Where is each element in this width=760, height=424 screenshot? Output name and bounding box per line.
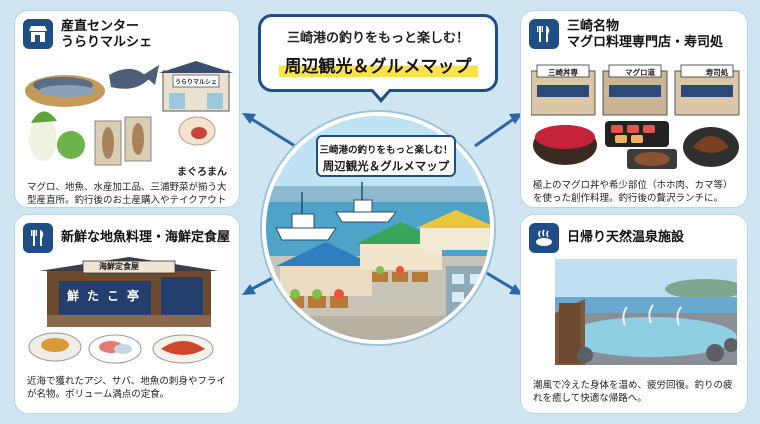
teishoku-title: 新鮮な地魚料理・海鮮定食屋 [61, 230, 231, 245]
tuna-shop-signs: 三崎丼専 マグロ道 寿司処 [537, 67, 743, 78]
bubble-subtitle: 三崎港の釣りをもっと楽しむ！ [286, 31, 469, 46]
teishoku-illustration [28, 257, 219, 364]
noren-letter-2: た [87, 289, 100, 303]
arrow-to-tuna [474, 113, 523, 148]
panel-teishoku: 新鮮な地魚料理・海鮮定食屋 海鮮定食屋 鮮 た こ 亭 近海で獲れたアジ、サバ、… [14, 214, 240, 414]
shop-icon [23, 19, 53, 49]
shop-sign-1: 三崎丼専 [548, 68, 578, 77]
onsen-title: 日帰り天然温泉施設 [567, 230, 685, 245]
panel-onsen: 日帰り天然温泉施設 潮風で冷えた身体を温め、疲労回復。釣りの疲れを癒して快適な帰… [520, 214, 748, 414]
tuna-illustration [531, 64, 740, 169]
noren-letter-1: 鮮 [67, 289, 80, 303]
panel-market: 産直センター うらりマルシェ うらりマルシェ まぐろまん マグロ、地魚、水産加工… [14, 10, 240, 208]
market-item-label: まぐろまん [177, 167, 227, 178]
shop-sign-3: 寿司処 [705, 68, 729, 77]
noren-letter-4: 亭 [127, 289, 140, 303]
fork-knife-icon [529, 19, 559, 49]
harbor-sign: 三崎港の釣りをもっと楽しむ！ 周辺観光＆グルメマップ [316, 135, 456, 177]
bubble-title: 周辺観光＆グルメマップ [278, 52, 478, 77]
market-description: マグロ、地魚、水産加工品、三浦野菜が揃う大型産直所。釣行後のお土産購入やテイクア… [27, 182, 227, 206]
tuna-title-1: 三崎名物 [567, 19, 620, 34]
market-title-1: 産直センター [61, 19, 140, 34]
arrow-to-market [242, 113, 296, 148]
fork-knife-icon [23, 223, 53, 253]
market-illustration [25, 61, 233, 166]
noren-letters: 鮮 た こ 亭 [67, 287, 139, 304]
shop-sign-2: マグロ道 [625, 68, 655, 77]
market-title-2: うらりマルシェ [61, 35, 153, 50]
sign-subtitle: 三崎港の釣りをもっと楽しむ！ [319, 145, 453, 156]
sign-title: 周辺観光＆グルメマップ [322, 159, 450, 173]
market-shop-sign: うらりマルシェ [175, 79, 218, 86]
onsen-illustration [555, 259, 737, 365]
onsen-description: 潮風で冷えた身体を温め、疲労回復。釣りの疲れを癒して快適な帰路へ。 [533, 380, 733, 404]
hot-spring-icon [529, 223, 559, 253]
noren-letter-3: こ [107, 289, 120, 303]
tuna-title-2: マグロ料理専門店・寿司処 [567, 35, 724, 50]
teishoku-shop-sign: 海鮮定食屋 [99, 262, 139, 271]
tuna-description: 極上のマグロ丼や希少部位（ホホ肉、カマ等）を使った創作料理。釣行後の贅沢ランチに… [533, 180, 733, 204]
teishoku-description: 近海で獲れたアジ、サバ、地魚の刺身やフライが名物。ボリューム満点の定食。 [27, 376, 226, 400]
panel-tuna: 三崎名物 マグロ料理専門店・寿司処 三崎丼専 マグロ道 寿司処 極上のマグロ丼や… [520, 10, 748, 208]
title-bubble: 三崎港の釣りをもっと楽しむ！ 周辺観光＆グルメマップ [258, 14, 498, 103]
